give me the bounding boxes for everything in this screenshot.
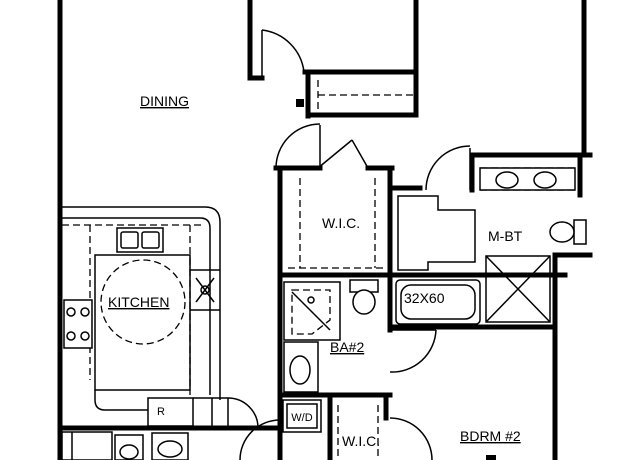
label-bedroom-2: BDRM #2 [460,428,521,444]
label-wic-1: W.I.C. [322,215,360,231]
label-bath-2: BA#2 [330,339,364,355]
label-dining: DINING [140,93,189,109]
walls [57,0,593,460]
kitchen-fixtures [62,206,259,429]
label-master-bath: M-BT [488,228,523,244]
label-tub: 32X60 [404,290,445,306]
room-labels: DINING KITCHEN W.I.C. M-BT 32X60 BA#2 W/… [108,93,523,449]
label-kitchen: KITCHEN [108,294,169,310]
label-wic-2: W.I.C. [342,433,380,449]
doors [239,29,471,460]
post-marker [296,99,304,107]
master-bath-fixtures [395,167,587,325]
lower-fixtures [61,399,322,460]
bath-2-fixtures [283,279,379,393]
label-refrigerator: R [157,406,165,418]
label-washer-dryer: W/D [291,412,312,424]
post-marker-2 [486,455,496,460]
